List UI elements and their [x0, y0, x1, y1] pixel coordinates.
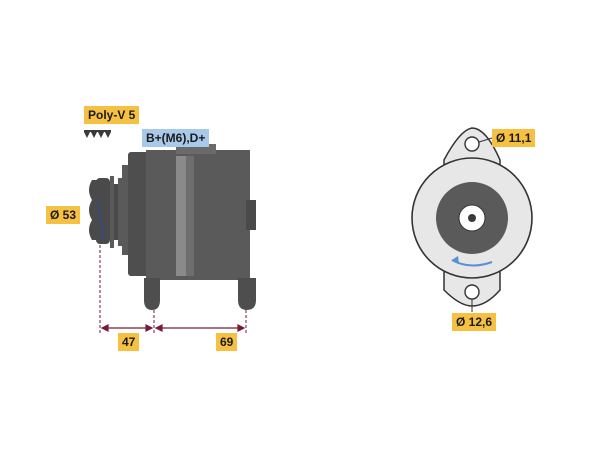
top-hole-diameter-label: Ø 11,1 — [492, 129, 536, 147]
pulley-diameter-label: Ø 53 — [46, 206, 81, 224]
bottom-hole-diameter-label: Ø 12,6 — [452, 313, 497, 331]
dimension-line-69 — [154, 324, 246, 332]
alternator-front-view — [411, 127, 533, 312]
dimension-69-label: 69 — [216, 333, 238, 351]
housing — [146, 144, 256, 280]
dimension-47-label: 47 — [118, 333, 140, 351]
shaft — [468, 214, 476, 222]
belt-type-label: Poly-V 5 — [84, 106, 140, 124]
belt-profile-icon — [84, 130, 111, 138]
mounting-foot-front — [144, 278, 160, 310]
front-bracket — [128, 152, 150, 276]
rotation-arrow-head — [452, 256, 459, 264]
top-mounting-hole — [464, 136, 480, 152]
alternator-side-view — [84, 130, 256, 335]
mounting-foot-rear — [238, 278, 256, 310]
top-hole-leader — [478, 137, 493, 143]
dimension-line-47 — [100, 324, 154, 332]
pulley — [89, 176, 122, 248]
terminal-label: B+(M6),D+ — [142, 129, 210, 147]
bottom-mounting-hole — [464, 284, 480, 300]
pulley-dimension-leader — [97, 199, 105, 241]
fan — [122, 165, 132, 255]
